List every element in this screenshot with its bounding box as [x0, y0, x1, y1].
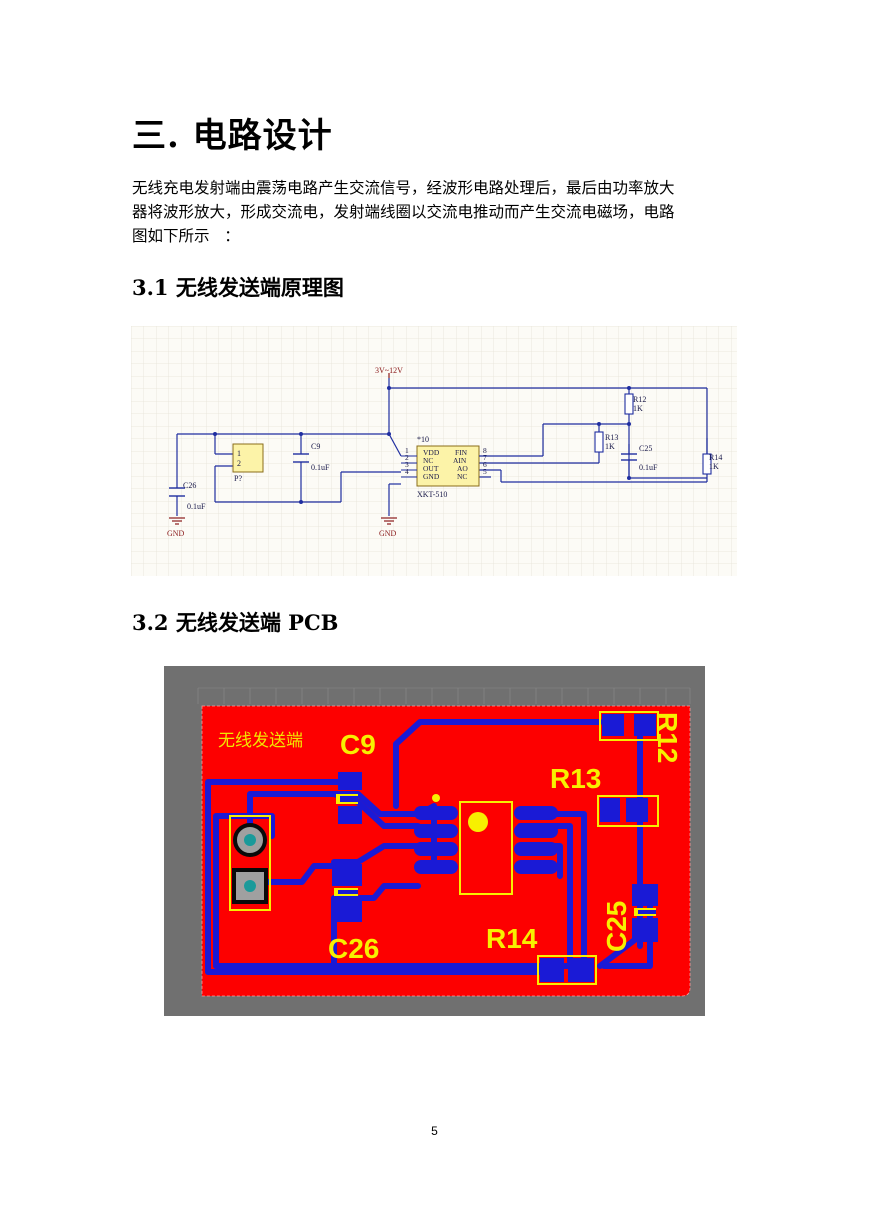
r13-ref: R13 [605, 433, 618, 442]
pcb-label-c9: C9 [340, 729, 376, 760]
pcb-board-text: 无线发送端 [218, 731, 303, 750]
c25-ref: C25 [639, 444, 652, 453]
conn-pin-1: 1 [237, 449, 241, 458]
ic-pin-out: OUT [423, 464, 439, 473]
ic-num-5: 5 [483, 467, 487, 476]
ic-pin-gnd: GND [423, 472, 440, 481]
ic-num-4: 4 [405, 467, 409, 476]
paragraph-line-2: 器将波形放大，形成交流电，发射端线圈以交流电推动而产生交流电磁场，电路 [132, 203, 675, 221]
r13-value: 1K [605, 442, 615, 451]
c9-ref: C9 [311, 442, 320, 451]
pcb-layout-image: 无线发送端 C9 R13 C26 R14 R12 C25 [164, 666, 705, 1016]
ic-pin-ain: AIN [453, 456, 467, 465]
r12-value: 1K [633, 404, 643, 413]
ic-pin-fin: FIN [455, 448, 468, 457]
ic-pin-vdd: VDD [423, 448, 440, 457]
gnd-mid-label: GND [379, 529, 397, 538]
ic-num-7: 7 [483, 453, 487, 462]
ic-num-2: 2 [405, 453, 409, 462]
page-heading: 三. 电路设计 [132, 116, 333, 156]
pcb-label-r14: R14 [486, 923, 538, 954]
gnd-left-label: GND [167, 529, 185, 538]
schematic-diagram: 3V~12V GND GND C26 0.1uF 1 2 P? C9 0.1uF… [131, 326, 737, 576]
pcb-label-r13: R13 [550, 763, 601, 794]
ic-num-1: 1 [405, 446, 409, 455]
ic-pin-ao: AO [457, 464, 468, 473]
c26-value: 0.1uF [187, 502, 206, 511]
conn-pin-2: 2 [237, 459, 241, 468]
ic-pin-nc-left: NC [423, 456, 433, 465]
r12-ref: R12 [633, 395, 646, 404]
paragraph-line-1: 无线充电发射端由震荡电路产生交流信号，经波形电路处理后，最后由功率放大 [132, 179, 675, 197]
page-number: 5 [431, 1124, 438, 1138]
ic-num-3: 3 [405, 460, 409, 469]
pcb-label-r12: R12 [652, 712, 683, 763]
r14-value: 1K [709, 462, 719, 471]
c26-ref: C26 [183, 481, 196, 490]
supply-label: 3V~12V [375, 366, 403, 375]
section-heading-schematic: 3.1 无线发送端原理图 [132, 275, 344, 300]
pcb-label-c25: C25 [601, 901, 632, 952]
ic-ref: *10 [417, 435, 429, 444]
conn-ref: P? [234, 474, 242, 483]
c25-value: 0.1uF [639, 463, 658, 472]
paragraph-line-3: 图如下所示 ： [132, 227, 240, 245]
ic-part: XKT-510 [417, 490, 447, 499]
pcb-label-c26: C26 [328, 933, 379, 964]
r14-ref: R14 [709, 453, 722, 462]
ic-num-8: 8 [483, 446, 487, 455]
c9-value: 0.1uF [311, 463, 330, 472]
ic-pin-nc-right: NC [457, 472, 467, 481]
section-heading-pcb: 3.2 无线发送端 PCB [132, 610, 339, 635]
ic-num-6: 6 [483, 460, 487, 469]
